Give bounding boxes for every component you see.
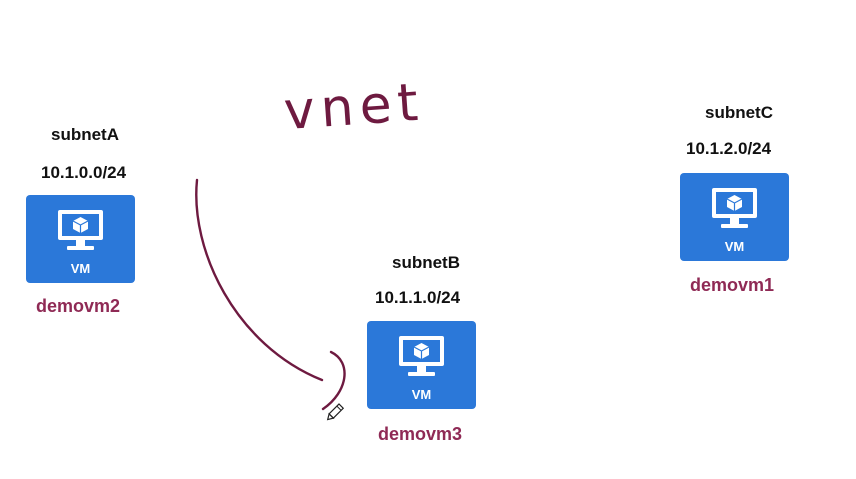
pencil-cursor-icon <box>326 403 345 421</box>
subnet-c-cidr: 10.1.2.0/24 <box>686 139 772 158</box>
vm-tile-demovm2[interactable]: VM <box>26 195 135 283</box>
vm-name-demovm1: demovm1 <box>690 275 775 295</box>
vm-tile-demovm3[interactable]: VM <box>367 321 476 409</box>
vm-label: VM <box>411 387 432 402</box>
connection-arc <box>195 178 324 382</box>
vm-monitor-icon <box>58 210 103 250</box>
vm-label: VM <box>724 239 745 254</box>
subnet-b-name: subnetB <box>392 253 460 272</box>
vm-label: VM <box>70 261 91 276</box>
vm-name-demovm3: demovm3 <box>378 424 463 444</box>
vm-monitor-icon <box>399 336 444 376</box>
connection-arrowhead <box>321 350 346 411</box>
subnet-b-cidr: 10.1.1.0/24 <box>375 288 461 307</box>
vm-tile-demovm1[interactable]: VM <box>680 173 789 261</box>
vm-monitor-icon <box>712 188 757 228</box>
vm-name-demovm2: demovm2 <box>36 296 121 316</box>
vnet-annotation: vnet <box>282 73 426 143</box>
subnet-a-cidr: 10.1.0.0/24 <box>41 163 127 182</box>
subnet-c-name: subnetC <box>705 103 773 122</box>
subnet-a-name: subnetA <box>51 125 119 144</box>
